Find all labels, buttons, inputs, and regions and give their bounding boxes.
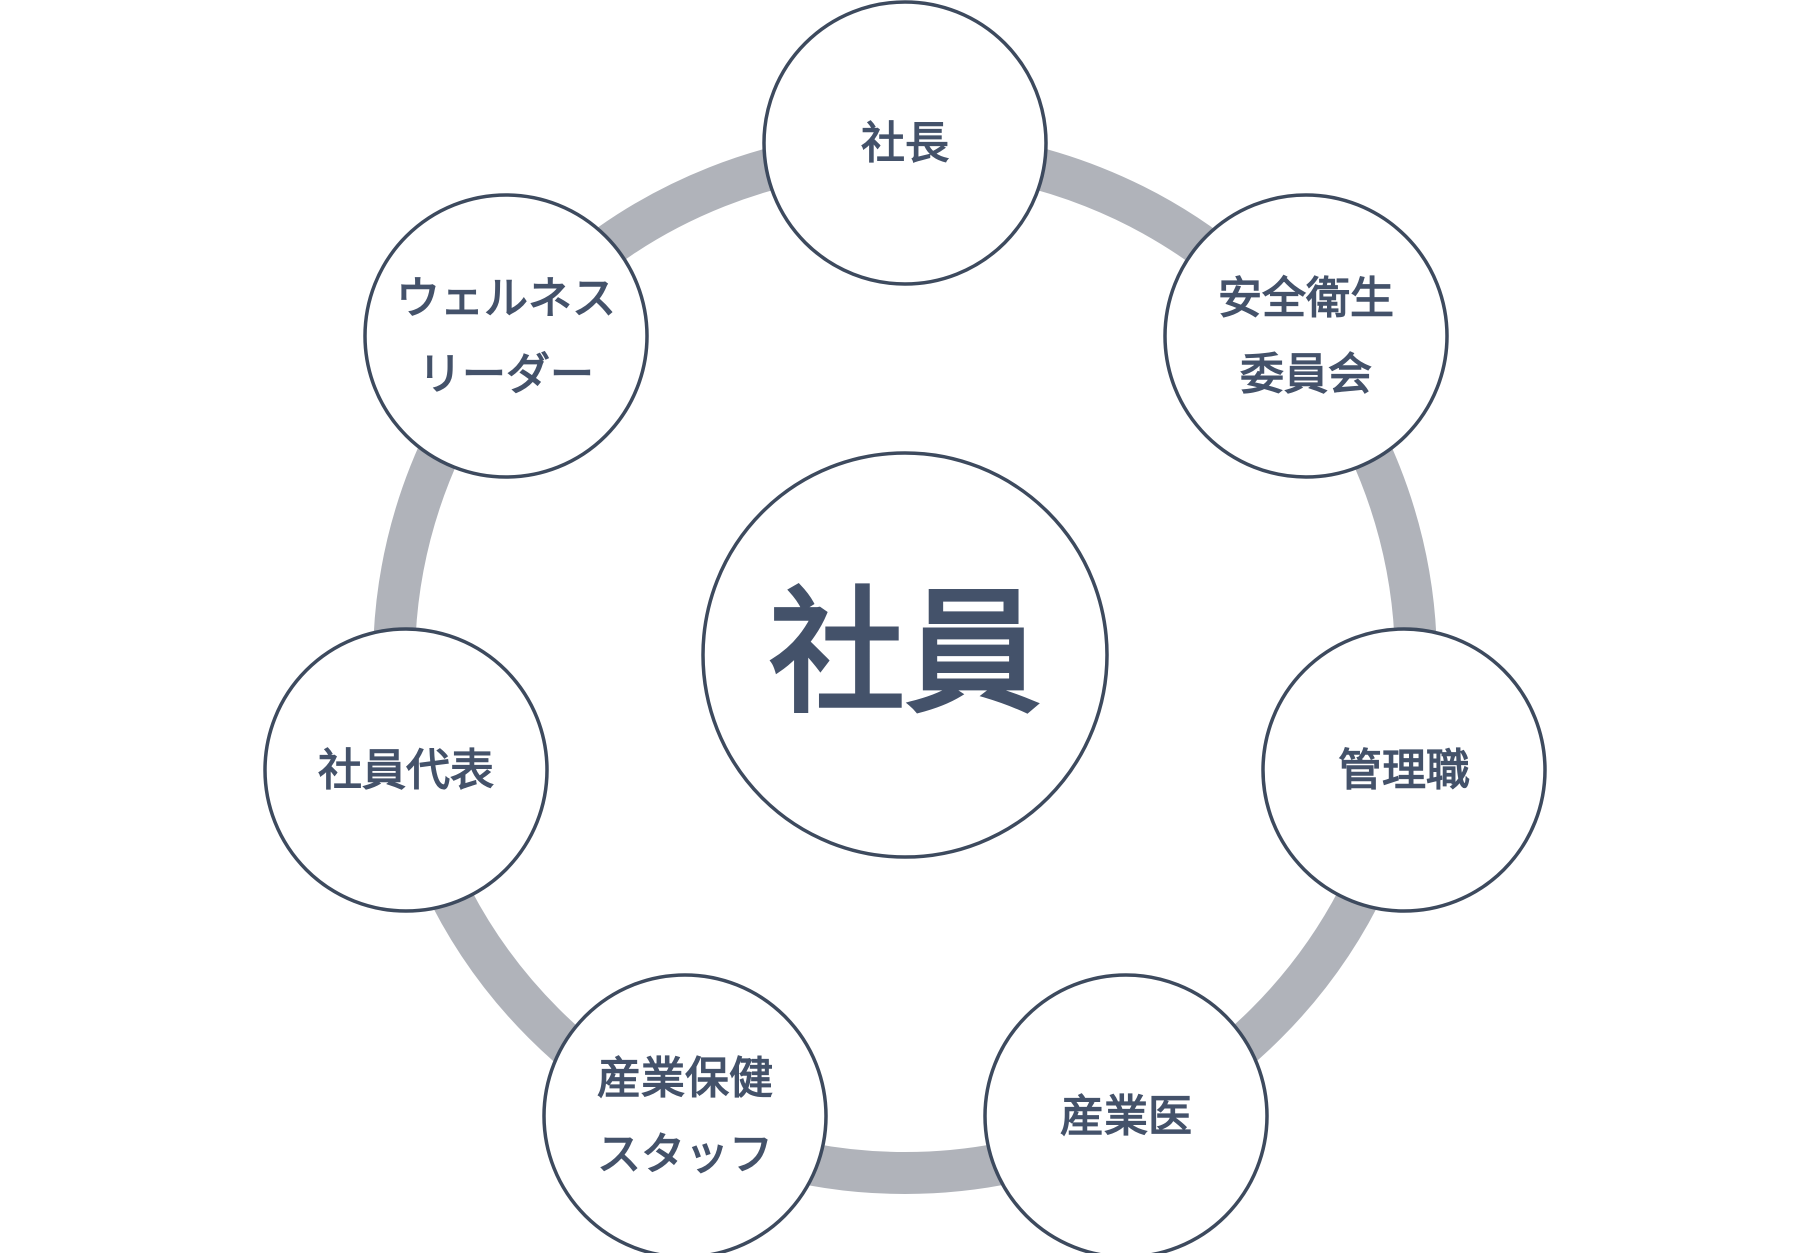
node-label: 産業医: [1060, 1091, 1192, 1142]
node-circle: [263, 627, 549, 913]
node-label: 産業保健: [597, 1053, 773, 1104]
node-label: スタッフ: [597, 1129, 773, 1180]
node-circle: [1163, 193, 1449, 479]
node-circle: [1261, 627, 1547, 913]
center-label: 社員: [769, 575, 1041, 733]
node-circle: [363, 193, 649, 479]
node-circle: [983, 973, 1269, 1253]
node-label: 管理職: [1338, 745, 1470, 796]
node-label: リーダー: [418, 349, 594, 400]
node-6: 社員代表: [263, 627, 549, 913]
node-label: 社長: [861, 118, 950, 169]
node-circle: [542, 973, 828, 1253]
node-3: 管理職: [1261, 627, 1547, 913]
node-4: 産業医: [983, 973, 1269, 1253]
center-circle: [701, 451, 1109, 859]
node-1: 社長: [762, 0, 1048, 286]
node-circle: [762, 0, 1048, 286]
node-label: 委員会: [1240, 349, 1372, 400]
node-label: ウェルネス: [396, 273, 616, 324]
node-label: 社員代表: [318, 745, 494, 796]
center-node: 社員: [701, 451, 1109, 859]
node-label: 安全衛生: [1218, 273, 1394, 324]
